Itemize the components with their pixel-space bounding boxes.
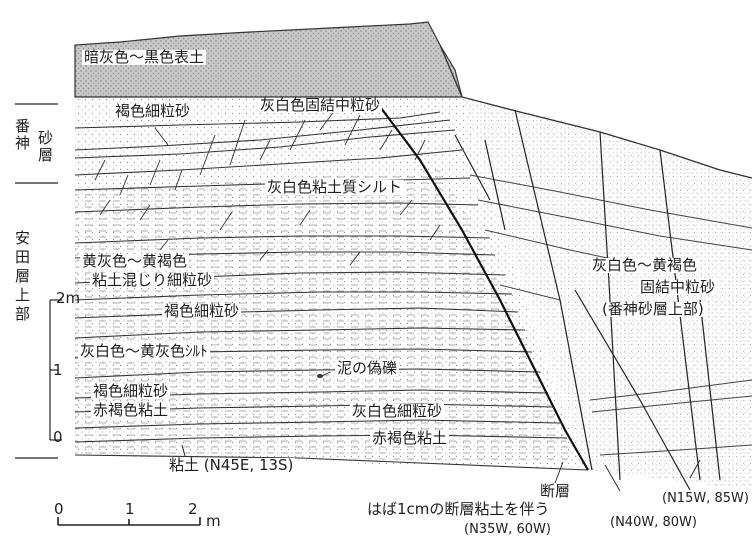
label-brown-fine-sand-low: 褐色細粒砂 (91, 382, 171, 400)
label-sand-layer: 砂層 (36, 130, 54, 164)
mud-pebble (317, 374, 323, 378)
scale-bar (57, 517, 201, 526)
label-mud-pseudo-gravel: 泥の偽礫 (335, 359, 400, 377)
label-red-brown-clay-left: 赤褐色粘土 (91, 401, 171, 419)
label-red-brown-clay-right: 赤褐色粘土 (370, 429, 450, 447)
bar-tick-0: 0 (54, 500, 64, 518)
cracks (94, 109, 441, 266)
label-bangami: 番神 (13, 118, 31, 152)
label-attitude-3: (N15W, 85W) (660, 491, 751, 506)
label-yellow-grey-1: 黄灰色～黄褐色 (80, 252, 190, 270)
bar-tick-1: 1 (125, 500, 135, 518)
label-right-block-1: 灰白色～黄褐色 (590, 256, 700, 274)
label-attitude-2: (N40W, 80W) (608, 515, 699, 530)
left-column-lines (15, 103, 62, 459)
label-brown-fine-sand-mid: 褐色細粒砂 (162, 302, 242, 320)
bar-unit: m (206, 512, 221, 530)
label-fault-clay: はば1cmの断層粘土を伴う (365, 500, 552, 518)
label-grey-white-consolidated: 灰白色固結中粒砂 (258, 96, 383, 114)
bar-tick-2: 2 (188, 500, 198, 518)
label-yasuda-upper: 安田層上部 (13, 230, 31, 325)
left-block-dashes (75, 170, 575, 462)
label-yellow-grey-2: 粘土混じり細粒砂 (90, 271, 215, 289)
label-grey-white-clay-silt: 灰白色粘土質シルト (265, 178, 405, 196)
label-grey-white-yellow-silt: 灰白色～黄灰色ｼﾙﾄ (78, 342, 210, 360)
label-topsoil: 暗灰色～黒色表土 (82, 48, 207, 66)
label-brown-fine-sand-top: 褐色細粒砂 (113, 102, 193, 120)
label-clay-bottom: 粘土 (N45E, 13S) (167, 456, 296, 474)
label-grey-white-fine-sand: 灰白色細粒砂 (350, 402, 445, 420)
label-main-attitude: (N35W, 60W) (462, 522, 553, 537)
label-right-block-2: 固結中粒砂 (638, 278, 718, 296)
scale-tick-2m: 2m (56, 289, 81, 307)
main-fault (374, 99, 589, 471)
scale-tick-1: 1 (53, 361, 63, 379)
right-block-dots (462, 97, 752, 490)
topsoil-layer (74, 21, 463, 98)
label-right-block-3: (番神砂層上部) (600, 300, 706, 318)
label-fault: 断層 (538, 482, 573, 500)
scale-tick-0: 0 (53, 428, 63, 446)
